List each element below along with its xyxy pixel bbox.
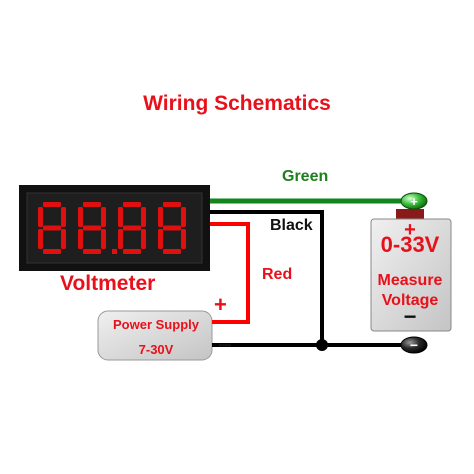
display-digit [118, 202, 146, 254]
measure-minus-sign: − [403, 304, 417, 329]
power-supply-label: Power Supply [113, 317, 199, 332]
segment-e [118, 229, 123, 249]
segment-b [141, 207, 146, 227]
segment-c [141, 229, 146, 249]
segment-g [123, 225, 141, 231]
segment-a [83, 202, 101, 207]
wires [210, 198, 404, 351]
segment-b [61, 207, 66, 227]
measure-label-line2: Voltage [381, 292, 439, 309]
segment-d [163, 249, 181, 254]
diagram-title: Wiring Schematics [143, 92, 331, 115]
segment-a [43, 202, 61, 207]
power-supply-box [97, 310, 213, 361]
measure-label-line1: Measure [377, 272, 443, 289]
battery-cap [396, 209, 424, 221]
segment-g [43, 225, 61, 231]
segment-g [163, 225, 181, 231]
display-digit [158, 202, 186, 254]
red-wire [210, 222, 250, 324]
red-wire-label: Red [262, 266, 293, 283]
positive-terminal: + [400, 192, 428, 210]
power-supply-voltage: 7-30V [138, 342, 174, 357]
segment-a [123, 202, 141, 207]
segment-c [61, 229, 66, 249]
black-wire [210, 210, 404, 347]
segment-b [181, 207, 186, 227]
positive-terminal-sign: + [410, 194, 418, 209]
voltmeter [19, 185, 210, 271]
power-supply-minus-sign: − [218, 332, 233, 359]
seven-segment-digits [38, 202, 186, 254]
junction-dot [316, 339, 328, 351]
segment-f [78, 207, 83, 227]
segment-e [78, 229, 83, 249]
segment-d [83, 249, 101, 254]
display-digit [38, 202, 66, 254]
measure-plus-sign: + [404, 219, 416, 241]
segment-a [163, 202, 181, 207]
segment-d [43, 249, 61, 254]
display-digit [78, 202, 106, 254]
green-wire-label: Green [282, 168, 329, 185]
segment-f [158, 207, 163, 227]
segment-d [123, 249, 141, 254]
segment-c [181, 229, 186, 249]
decimal-point [112, 249, 117, 254]
segment-g [83, 225, 101, 231]
negative-terminal-sign: − [410, 337, 418, 353]
black-wire-label: Black [270, 217, 313, 234]
segment-f [38, 207, 43, 227]
segment-e [158, 229, 163, 249]
segment-c [101, 229, 106, 249]
measure-range: 0-33V [380, 232, 440, 257]
measured-voltage-source [370, 209, 452, 332]
negative-terminal: − [400, 336, 428, 354]
segment-e [38, 229, 43, 249]
segment-f [118, 207, 123, 227]
segment-b [101, 207, 106, 227]
power-supply-plus-sign: + [214, 292, 227, 317]
battery-body [370, 218, 452, 332]
voltmeter-label: Voltmeter [60, 272, 156, 295]
